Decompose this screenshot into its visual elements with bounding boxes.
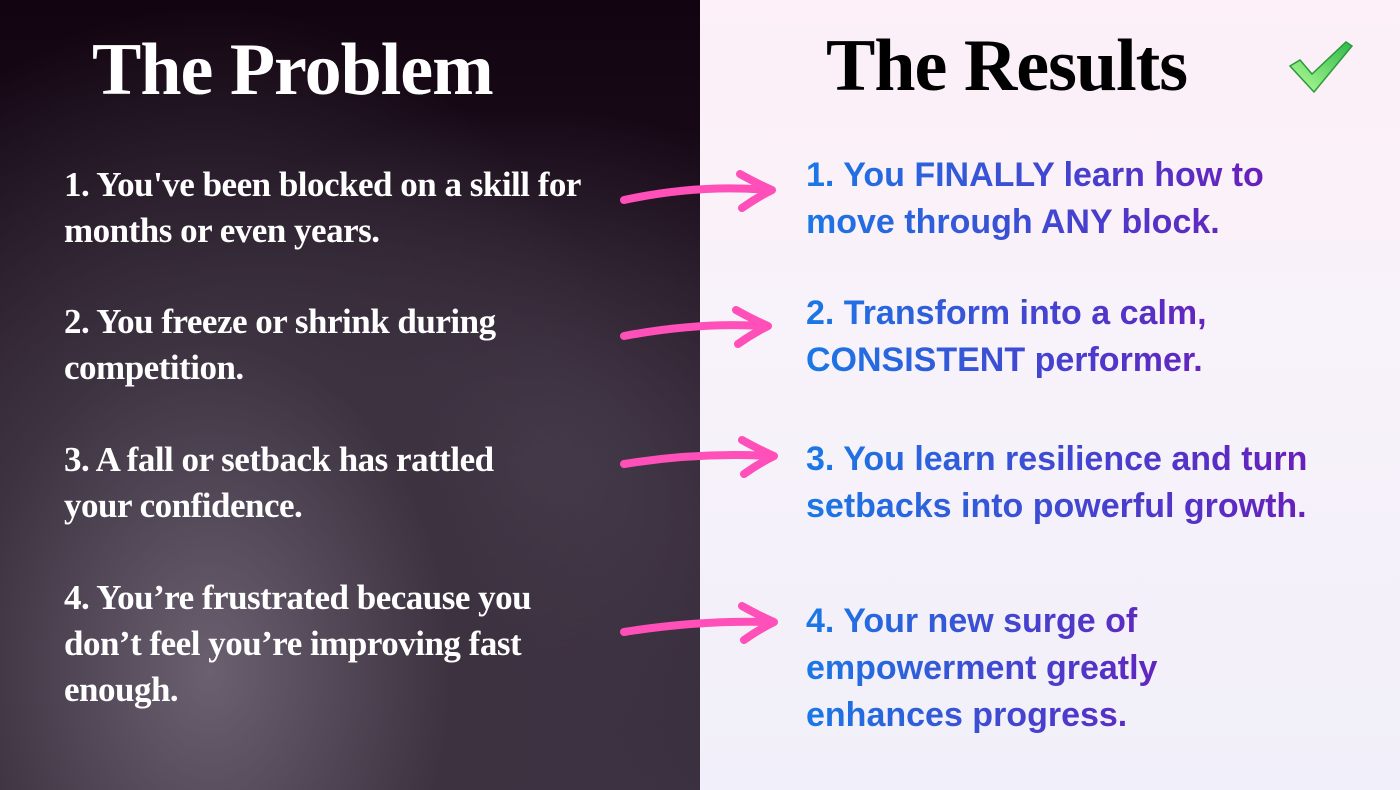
problem-item-1: 1. You've been blocked on a skill for mo… [64,165,581,250]
arrow-icon [620,602,778,644]
checkmark-icon [1288,41,1354,94]
arrow-icon [620,170,776,212]
result-item-2: 2. Transform into a calm, CONSISTENT per… [806,290,1306,384]
problem-item-2: 2. You freeze or shrink during competiti… [64,302,496,387]
arrow-icon [620,436,778,478]
result-item-1: 1. You FINALLY learn how to move through… [806,152,1346,246]
problem-item-4: 4. You’re frustrated because you don’t f… [64,578,532,709]
result-item-3: 3. You learn resilience and turn setback… [806,436,1396,530]
results-title: The Results [826,25,1188,107]
problem-item-3: 3. A fall or setback has rattled your co… [64,440,494,525]
problem-title: The Problem [92,29,494,111]
result-item-4: 4. Your new surge of empowerment greatly… [806,598,1256,739]
arrow-icon [620,306,772,348]
results-panel [700,0,1400,790]
problem-panel [0,0,700,790]
